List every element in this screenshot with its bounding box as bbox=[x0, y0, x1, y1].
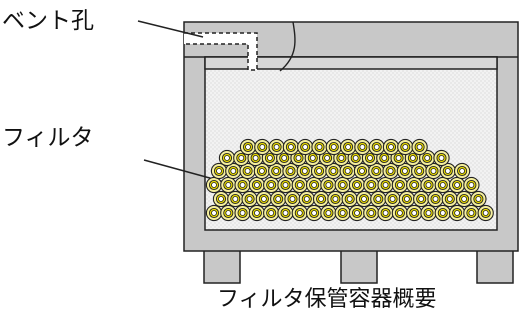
filter-cartridge bbox=[434, 204, 451, 222]
filter-cartridge bbox=[406, 176, 423, 194]
filter-cartridge bbox=[370, 190, 387, 208]
filter-cartridge bbox=[334, 204, 351, 222]
filter-cartridge bbox=[327, 190, 344, 208]
filter-cartridge bbox=[282, 138, 300, 156]
filter-cartridge bbox=[255, 190, 273, 208]
filter-cartridge bbox=[248, 204, 266, 222]
filter-cartridge bbox=[220, 176, 237, 194]
filter-cartridge bbox=[419, 149, 436, 167]
filter-cartridge bbox=[291, 176, 308, 194]
filter-cartridge bbox=[348, 176, 366, 194]
filter-cartridge bbox=[448, 176, 466, 194]
right-foot bbox=[476, 249, 514, 284]
filter-cartridge bbox=[298, 190, 315, 208]
filter-cartridge bbox=[433, 149, 450, 167]
left-foot bbox=[203, 249, 241, 284]
filter-cartridge bbox=[227, 190, 244, 208]
filter-cartridge bbox=[420, 204, 437, 222]
filter-cartridge bbox=[413, 190, 430, 208]
filter-cartridge bbox=[284, 190, 301, 208]
filter-cartridge bbox=[448, 204, 466, 222]
filter-cartridge bbox=[234, 176, 251, 194]
filter-cartridge bbox=[305, 176, 323, 194]
vent-label: ベント孔 bbox=[2, 8, 94, 34]
filter-cartridge bbox=[384, 190, 401, 208]
filter-cartridge bbox=[377, 204, 394, 222]
filter-cartridge bbox=[297, 138, 314, 156]
filter-cartridge bbox=[348, 204, 366, 222]
filter-cartridge bbox=[391, 176, 409, 194]
filter-label: フィルタ bbox=[2, 125, 94, 151]
filter-cartridge bbox=[270, 190, 287, 208]
filter-cartridge bbox=[406, 204, 423, 222]
filter-cartridge bbox=[239, 162, 256, 180]
filter-cartridge bbox=[382, 162, 399, 180]
filter-cartridge bbox=[339, 162, 356, 180]
filter-cartridge bbox=[341, 190, 358, 208]
vent-path-curve bbox=[279, 21, 296, 72]
filter-cartridge bbox=[377, 176, 394, 194]
filter-cartridge bbox=[277, 176, 294, 194]
filter-cartridge bbox=[470, 190, 487, 208]
filter-cartridge bbox=[220, 204, 237, 222]
filter-cartridge bbox=[263, 176, 280, 194]
filter-cartridge bbox=[312, 190, 330, 208]
filter-cartridge bbox=[320, 176, 337, 194]
filter-cartridge bbox=[368, 138, 385, 156]
filter-cartridge bbox=[311, 138, 328, 156]
filter-cartridge bbox=[453, 162, 471, 180]
filter-cartridge bbox=[425, 162, 442, 180]
filter-cartridge bbox=[218, 149, 236, 167]
filter-cartridge bbox=[263, 204, 280, 222]
filter-cartridge bbox=[241, 190, 258, 208]
filter-cartridge bbox=[411, 162, 428, 180]
filter-cartridge bbox=[434, 176, 451, 194]
filter-cartridge bbox=[268, 162, 285, 180]
filter-cartridge bbox=[296, 162, 313, 180]
filter-cartridge bbox=[354, 138, 371, 156]
vent-leader-line bbox=[137, 20, 204, 38]
filter-cartridge bbox=[305, 204, 323, 222]
filter-cartridge bbox=[398, 190, 416, 208]
filter-cartridge bbox=[239, 138, 257, 156]
filter-cartridge bbox=[397, 138, 414, 156]
filter-cartridge bbox=[363, 204, 380, 222]
filter-cartridge bbox=[310, 162, 328, 180]
filter-cartridge bbox=[334, 176, 351, 194]
filter-stack bbox=[205, 138, 494, 222]
inner-lid-plate bbox=[204, 56, 498, 70]
filter-cartridge bbox=[353, 162, 371, 180]
filter-cartridge bbox=[277, 204, 294, 222]
filter-cartridge bbox=[205, 204, 223, 222]
filter-cartridge bbox=[391, 204, 409, 222]
filter-cartridge bbox=[477, 204, 494, 222]
filter-cartridge bbox=[325, 138, 342, 156]
filter-cartridge bbox=[268, 138, 285, 156]
center-foot bbox=[340, 249, 378, 284]
filter-cartridge bbox=[234, 204, 251, 222]
filter-cartridge bbox=[355, 190, 373, 208]
filter-cartridge bbox=[463, 176, 480, 194]
filter-cartridge bbox=[212, 190, 230, 208]
filter-cartridge bbox=[205, 176, 223, 194]
filter-cartridge bbox=[291, 204, 308, 222]
diagram-caption: フィルタ保管容器概要 bbox=[217, 287, 437, 312]
filter-cartridge bbox=[320, 204, 337, 222]
filter-cartridge bbox=[254, 138, 271, 156]
vent-hole bbox=[184, 32, 258, 71]
filter-cartridge bbox=[427, 190, 444, 208]
filter-cartridge bbox=[455, 190, 473, 208]
filter-cartridge bbox=[382, 138, 400, 156]
filter-cartridge bbox=[439, 162, 456, 180]
filter-cartridge bbox=[463, 204, 480, 222]
filter-cartridge bbox=[411, 138, 428, 156]
filter-cartridge bbox=[441, 190, 458, 208]
filter-cartridge bbox=[396, 162, 414, 180]
filter-cartridge bbox=[339, 138, 357, 156]
filter-cartridge bbox=[282, 162, 299, 180]
filter-cartridge bbox=[420, 176, 437, 194]
filter-cartridge bbox=[248, 176, 266, 194]
filter-cartridge bbox=[363, 176, 380, 194]
